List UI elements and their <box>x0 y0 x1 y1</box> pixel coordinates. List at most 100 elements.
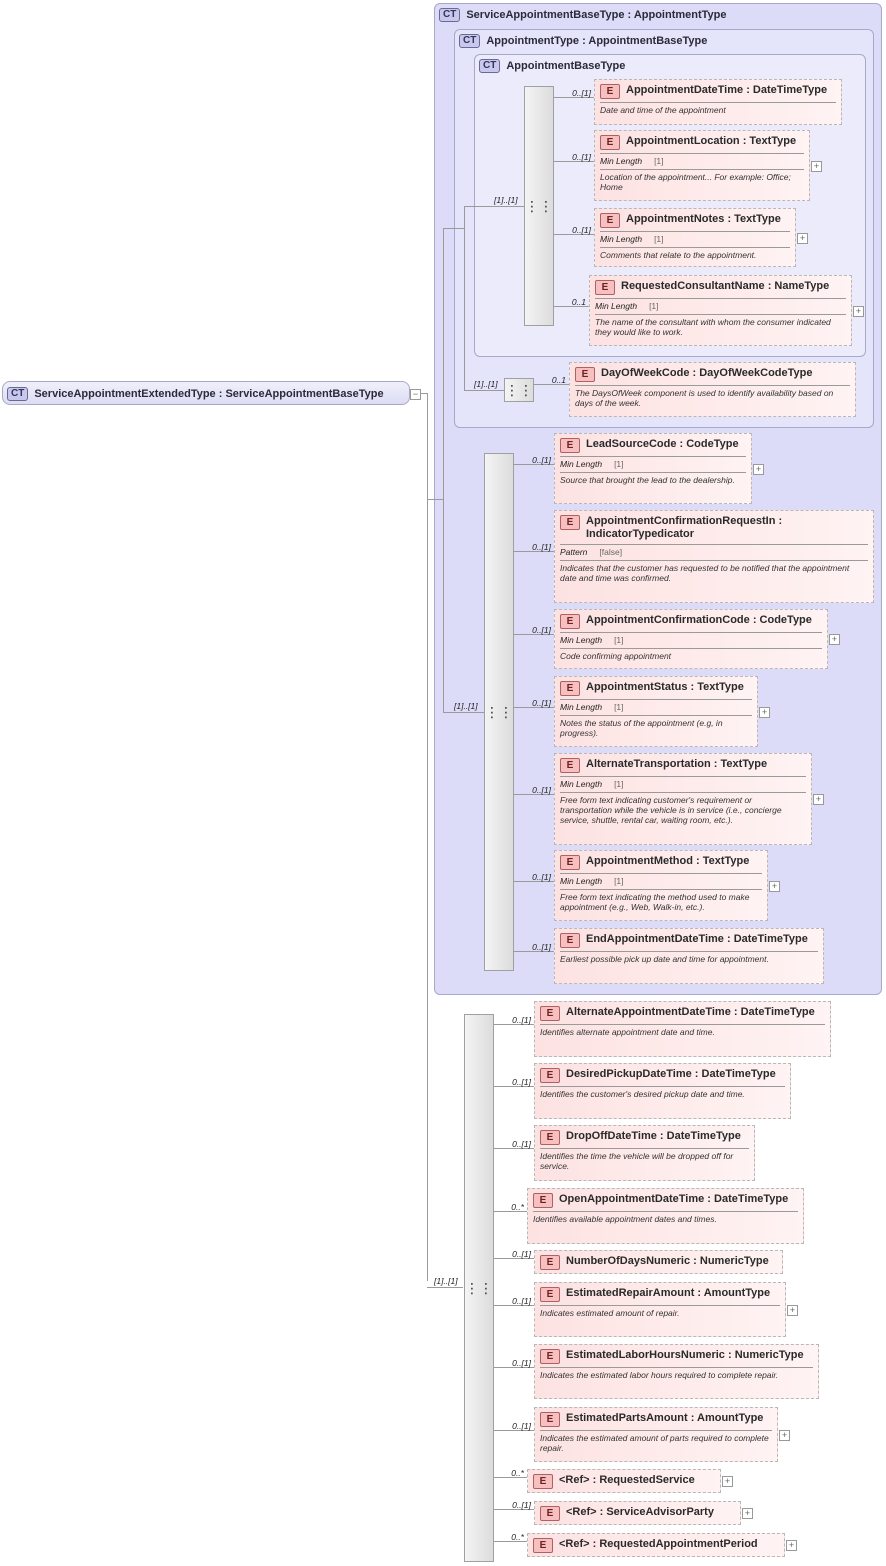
cardinality-label: 0..[1] <box>512 1015 531 1025</box>
expand-toggle[interactable]: + <box>769 881 780 892</box>
facet-row: Min Length[1] <box>555 457 751 469</box>
element-icon: E <box>575 367 595 382</box>
element-title: EstimatedRepairAmount : AmountType <box>566 1287 771 1299</box>
element-title: <Ref> : RequestedService <box>559 1474 695 1486</box>
element-title: EstimatedLaborHoursNumeric : NumericType <box>566 1349 804 1361</box>
element-description: Code confirming appointment <box>560 651 672 661</box>
facet-row: Min Length[1] <box>555 700 757 712</box>
expand-toggle[interactable]: + <box>742 1508 753 1519</box>
facet-name: Min Length <box>595 301 638 311</box>
cardinality-label: 0..[1] <box>572 152 591 162</box>
element-description: Free form text indicating the method use… <box>560 892 750 912</box>
expand-toggle[interactable]: + <box>797 233 808 244</box>
sequence-service-appointment-base[interactable]: ⋮⋮ <box>484 453 514 971</box>
separator <box>540 1430 772 1431</box>
cardinality-label: 0..[1] <box>532 542 551 552</box>
facet-name: Pattern <box>560 547 588 557</box>
cardinality-label: 0..1 <box>571 297 586 307</box>
element-description: Indicates that the customer has requeste… <box>560 563 850 583</box>
element-icon: E <box>600 213 620 228</box>
sequence-appointment-type[interactable]: ⋮⋮ <box>504 378 534 402</box>
separator <box>560 560 868 561</box>
schema-element[interactable]: E NumberOfDaysNumeric : NumericType <box>534 1250 783 1274</box>
element-icon: E <box>560 614 580 629</box>
element-title: NumberOfDaysNumeric : NumericType <box>566 1255 769 1267</box>
expand-toggle[interactable]: + <box>759 707 770 718</box>
element-title: AppointmentDateTime : DateTimeType <box>626 84 828 96</box>
expand-toggle[interactable]: + <box>813 794 824 805</box>
facet-name: Min Length <box>560 459 603 469</box>
schema-element[interactable]: E<Ref> : RequestedService <box>527 1469 721 1493</box>
facet-name: Min Length <box>600 156 643 166</box>
element-icon: E <box>540 1255 560 1270</box>
expand-toggle[interactable]: + <box>722 1476 733 1487</box>
facet-name: Min Length <box>600 234 643 244</box>
facet-name: Min Length <box>560 702 603 712</box>
element-title: AppointmentMethod : TextType <box>586 855 750 867</box>
element-icon: E <box>540 1506 560 1521</box>
schema-element[interactable]: E<Ref> : RequestedAppointmentPeriod <box>527 1533 785 1557</box>
element-icon: E <box>560 681 580 696</box>
expand-toggle[interactable]: + <box>753 464 764 475</box>
separator <box>540 1086 785 1087</box>
element-title: DropOffDateTime : DateTimeType <box>566 1130 741 1142</box>
element-title: AlternateAppointmentDateTime : DateTimeT… <box>566 1006 815 1018</box>
expand-toggle[interactable]: + <box>829 634 840 645</box>
separator <box>560 648 822 649</box>
cardinality-label: 0..1 <box>551 375 566 385</box>
separator <box>560 873 762 874</box>
cardinality-label: 0..[1] <box>512 1358 531 1368</box>
facet-name: Min Length <box>560 779 603 789</box>
sequence-icon: ⋮⋮ <box>505 382 533 398</box>
cardinality-label: 0..[1] <box>532 698 551 708</box>
element-icon: E <box>560 933 580 948</box>
schema-element[interactable]: E<Ref> : ServiceAdvisorParty <box>534 1501 741 1525</box>
cardinality-label: 0..[1] <box>572 225 591 235</box>
sequence-root[interactable]: ⋮⋮ <box>464 1014 494 1562</box>
cardinality-label: 0..[1] <box>572 88 591 98</box>
element-title: AlternateTransportation : TextType <box>586 758 768 770</box>
element-icon: E <box>540 1130 560 1145</box>
separator <box>595 298 846 299</box>
expand-toggle[interactable]: + <box>853 306 864 317</box>
separator <box>560 699 752 700</box>
element-description: Location of the appointment... For examp… <box>600 172 791 192</box>
element-icon: E <box>540 1287 560 1302</box>
element-description: Earliest possible pick up date and time … <box>560 954 769 964</box>
separator <box>560 792 806 793</box>
collapse-toggle[interactable]: − <box>410 389 421 400</box>
expand-toggle[interactable]: + <box>786 1540 797 1551</box>
facet-row: Pattern[false] <box>555 545 873 557</box>
element-description: Indicates the estimated amount of parts … <box>540 1433 769 1453</box>
expand-toggle[interactable]: + <box>787 1305 798 1316</box>
root-complex-type[interactable]: CT ServiceAppointmentExtendedType : Serv… <box>2 381 410 405</box>
separator <box>595 314 846 315</box>
facet-value: [1] <box>614 876 624 886</box>
separator <box>560 776 806 777</box>
cardinality-label: 0..* <box>511 1202 524 1212</box>
element-description: The name of the consultant with whom the… <box>595 317 831 337</box>
expand-toggle[interactable]: + <box>779 1430 790 1441</box>
expand-toggle[interactable]: + <box>811 161 822 172</box>
element-title: AppointmentStatus : TextType <box>586 681 744 693</box>
sequence-appointment-base[interactable]: ⋮⋮ <box>524 86 554 326</box>
